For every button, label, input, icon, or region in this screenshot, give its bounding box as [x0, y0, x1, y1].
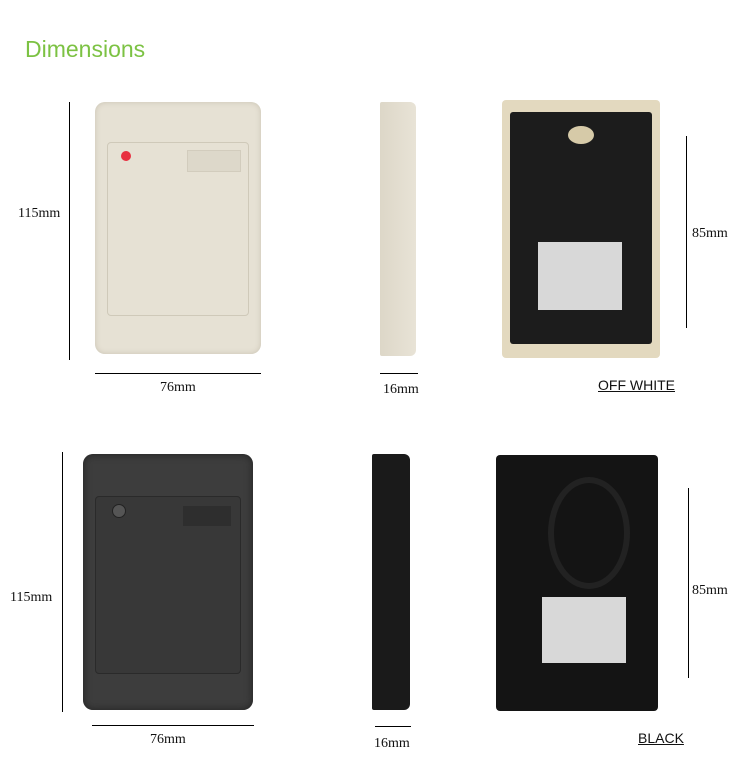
height-dimension-line	[69, 102, 70, 360]
reader-side-black	[372, 454, 410, 710]
inner-dimension-line	[686, 136, 687, 328]
height-label: 115mm	[10, 590, 53, 605]
depth-label: 16mm	[374, 736, 410, 751]
page-title: Dimensions	[25, 36, 146, 62]
cable-coil	[548, 477, 630, 589]
wiring-label	[538, 242, 622, 310]
height-dimension-line	[62, 452, 63, 712]
reader-back-black	[496, 455, 658, 711]
width-dimension-line	[95, 373, 261, 374]
logo-window	[183, 506, 231, 526]
logo-window	[187, 150, 241, 172]
height-label: 115mm	[18, 206, 61, 221]
inner-label: 85mm	[692, 583, 728, 598]
reader-panel	[107, 142, 249, 316]
depth-dimension-line	[375, 726, 411, 727]
inner-dimension-line	[688, 488, 689, 678]
led-indicator	[112, 504, 126, 518]
color-caption: BLACK	[638, 730, 684, 746]
depth-dimension-line	[380, 373, 418, 374]
reader-side-off-white	[380, 102, 416, 356]
width-dimension-line	[92, 725, 254, 726]
width-label: 76mm	[160, 380, 196, 395]
reader-front-off-white	[95, 102, 261, 354]
depth-label: 16mm	[383, 382, 419, 397]
inner-label: 85mm	[692, 226, 728, 241]
led-indicator	[121, 151, 131, 161]
width-label: 76mm	[150, 732, 186, 747]
reader-front-black	[83, 454, 253, 710]
color-caption: OFF WHITE	[598, 377, 675, 393]
reader-back-off-white	[502, 100, 660, 358]
cable-grommet	[568, 126, 594, 144]
wiring-label	[542, 597, 626, 663]
